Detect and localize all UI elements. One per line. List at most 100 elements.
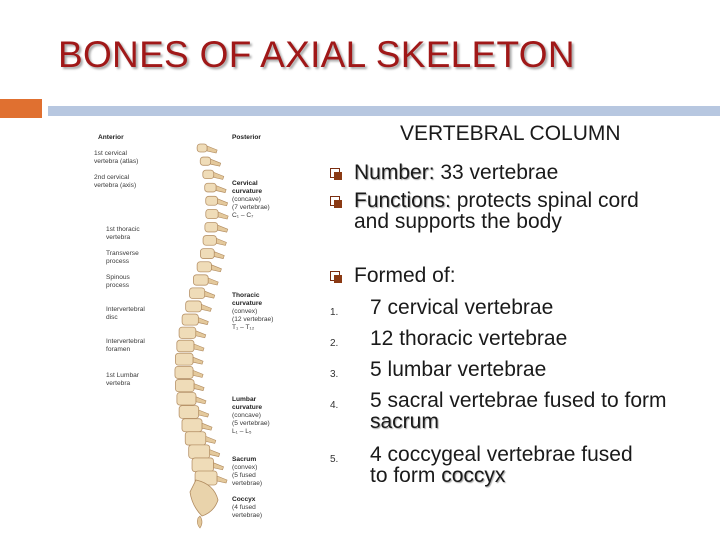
vertebra-body [181,418,203,433]
vertebra-body [174,365,194,379]
vertebra-body [196,143,208,153]
vertebra-body [178,326,197,339]
square-bullet-icon [330,271,342,283]
vertebra-body [193,274,209,286]
list-number: 4. [330,400,339,411]
spinous-process [192,356,204,365]
list-number: 5. [330,454,339,465]
spinous-process [207,277,219,286]
label-spinous-process: Spinous process [106,274,130,289]
accent-bar-blue [48,106,720,116]
vertebra-body [199,156,212,166]
list-text: sacral vertebrae fused to form [381,389,667,412]
list-count: 5 [370,389,382,412]
bullet-text: protects spinal cord and supports the bo… [354,189,639,233]
coccyx-shape [197,515,203,529]
list-text: coccygeal vertebrae fused to form [370,443,633,487]
label-sacrum-detail: (convex) (5 fused vertebrae) [232,464,263,487]
vertebral-column-illustration [174,143,229,529]
vertebra-body [204,182,217,193]
spinous-process [211,264,222,273]
spinous-process [213,171,225,180]
vertebra-body [175,379,195,393]
spinous-process [206,145,218,154]
vertebra-body [204,222,219,233]
spine-figure: Anterior Posterior 1st cervical vertebra… [92,128,288,530]
vertebra-body [176,339,195,353]
list-text: cervical vertebrae [381,296,554,319]
vertebra-body [184,431,207,446]
spinous-process [213,462,224,471]
spinous-process [217,211,229,220]
vertebra-body [175,352,194,366]
label-transverse-process: Transverse process [106,250,139,265]
square-bullet-icon [330,168,342,180]
spinous-process [195,396,207,405]
list-count: 7 [370,296,382,319]
spinous-process [210,158,222,167]
list-text: lumbar vertebrae [381,358,547,381]
spinous-process [213,251,225,259]
list-count: 12 [370,327,394,350]
label-first-thoracic: 1st thoracic vertebra [106,226,140,241]
figure-header-posterior: Posterior [232,134,261,141]
list-term: coccyx [441,464,506,487]
list-number: 3. [330,369,339,380]
label-lumbar-detail: (concave) (5 vertebrae) L₁ – L₅ [232,412,270,435]
spinous-process [193,383,205,391]
bullet-label: Number: [354,161,435,184]
spinous-process [204,290,216,299]
vertebra-body [178,405,200,419]
accent-bar-orange [0,99,42,118]
label-sacrum: Sacrum [232,456,257,463]
spinous-process [195,330,207,339]
vertebra-body [202,169,215,180]
label-cervical-curvature: Cervical curvature [232,180,263,195]
spinous-process [209,449,221,457]
vertebra-body [181,313,199,326]
label-coccyx-detail: (4 fused vertebrae) [232,504,263,519]
label-axis: 2nd cervical vertebra (axis) [94,174,137,189]
list-number: 1. [330,307,339,318]
spinous-process [201,422,213,431]
vertebra-body [196,261,212,273]
label-coccyx: Coccyx [232,496,256,503]
list-text: thoracic vertebrae [393,327,568,350]
list-count: 4 [370,443,382,466]
sacrum-shape [189,479,219,517]
spinous-process [198,317,209,325]
vertebra-body [202,235,217,246]
vertebra-body [176,392,197,406]
vertebra-body [200,248,215,259]
spinous-process [217,198,229,207]
bullet-text: Formed of: [354,264,456,287]
vertebra-body [189,287,206,299]
figure-header-anterior: Anterior [98,134,124,141]
spinous-process [201,303,212,312]
spinous-process [216,475,228,484]
vertebra-body [205,195,219,206]
square-bullet-icon [330,196,342,208]
label-thoracic-detail: (convex) (12 vertebrae) T₁ – T₁₂ [232,308,274,331]
label-lumbar-curvature: Lumbar curvature [232,396,263,411]
spinous-process [198,409,210,418]
vertebra-body [205,209,219,220]
list-count: 5 [370,358,382,381]
label-cervical-detail: (concave) (7 vertebrae) C₁ – C₇ [232,196,270,219]
spinous-process [192,369,204,378]
bullet-text: 33 vertebrae [434,161,559,184]
spinous-process [205,435,217,444]
list-number: 2. [330,338,339,349]
label-intervertebral-foramen: Intervertebral foramen [106,338,145,353]
spinous-process [217,224,229,233]
spinous-process [215,185,227,193]
label-atlas: 1st cervical vertebra (atlas) [94,150,139,165]
label-intervertebral-disc: Intervertebral disc [106,306,145,321]
label-thoracic-curvature: Thoracic curvature [232,292,263,307]
vertebra-body [191,457,214,473]
list-term: sacrum [370,410,439,433]
slide-title: BONES OF AXIAL SKELETON [58,34,575,75]
spinous-process [216,237,227,246]
vertebra-body [185,300,202,313]
bullet-label: Functions: [354,189,451,212]
